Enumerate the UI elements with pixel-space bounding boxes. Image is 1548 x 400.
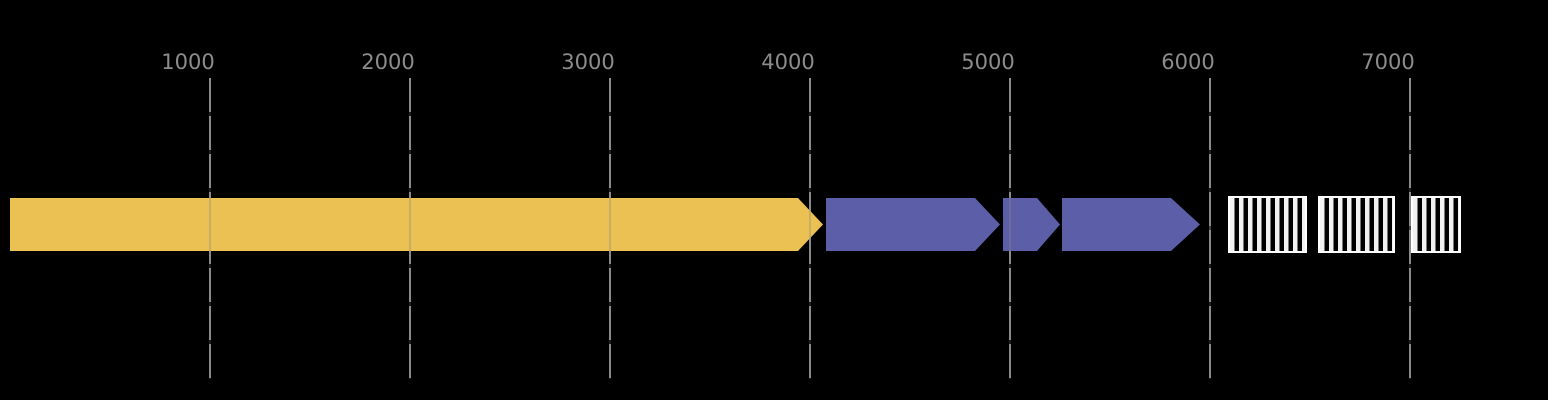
axis-gridline-overlay-4000 (809, 198, 811, 251)
axis-tick-label-1000: 1000 (161, 50, 215, 74)
hatched-box-2 (1318, 196, 1395, 253)
axis-gridline-overlay-3000 (609, 198, 611, 251)
axis-gridline-overlay-1000 (209, 198, 211, 251)
axis-gridline-overlay-2000 (409, 198, 411, 251)
axis-gridline-overlay-7000 (1409, 198, 1411, 251)
axis-gridline-overlay-5000 (1009, 198, 1011, 251)
cds-arrow-purple-3 (1062, 198, 1200, 251)
axis-gridline-overlay-6000 (1209, 198, 1211, 251)
hatched-box-3 (1411, 196, 1461, 253)
cds-arrow-purple-1 (826, 198, 1000, 251)
axis-tick-label-2000: 2000 (361, 50, 415, 74)
axis-gridline-7000 (1409, 78, 1411, 379)
axis-gridline-6000 (1209, 78, 1211, 379)
axis-tick-label-3000: 3000 (561, 50, 615, 74)
cds-arrow-purple-2 (1003, 198, 1060, 251)
cds-arrow-yellow (10, 198, 823, 251)
hatched-box-1 (1228, 196, 1307, 253)
axis-tick-label-5000: 5000 (961, 50, 1015, 74)
axis-tick-label-7000: 7000 (1361, 50, 1415, 74)
axis-tick-label-6000: 6000 (1161, 50, 1215, 74)
axis-tick-label-4000: 4000 (761, 50, 815, 74)
